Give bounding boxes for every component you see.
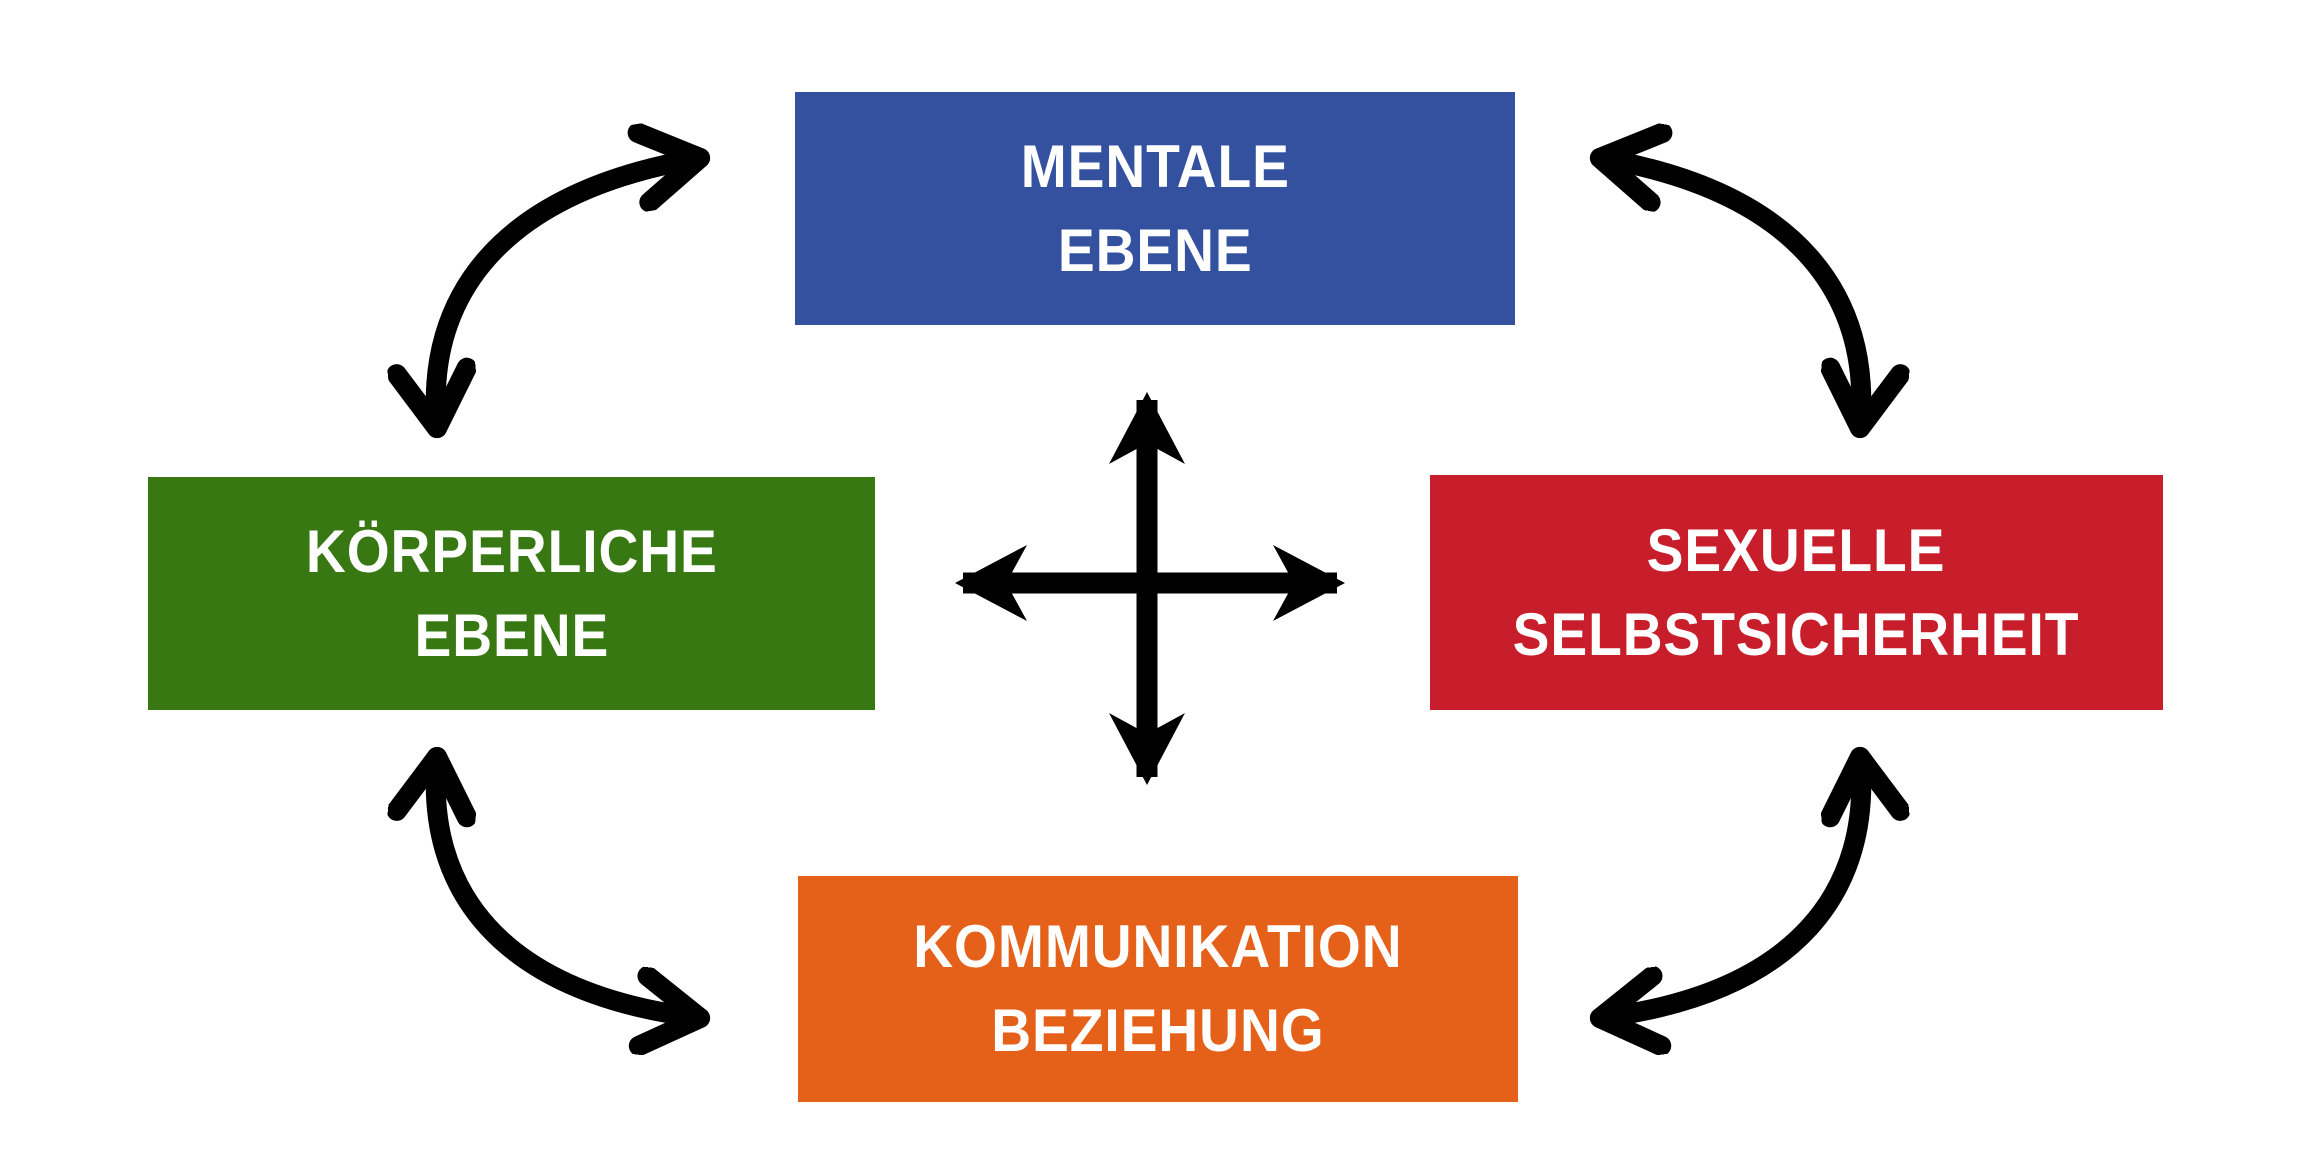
node-sexuelle-selbstsicherheit-label: SEXUELLE SELBSTSICHERHEIT (1513, 509, 2080, 677)
curved-arrow-bottom-left (436, 757, 700, 1018)
node-label-line1: KOMMUNIKATION (913, 913, 1403, 980)
node-label-line1: MENTALE (1020, 132, 1290, 200)
node-label-line2: EBENE (1057, 216, 1253, 284)
node-kommunikation-beziehung: KOMMUNIKATION BEZIEHUNG (798, 876, 1518, 1102)
node-koerperliche-ebene-label: KÖRPERLICHE EBENE (306, 510, 718, 678)
node-label-line1: SEXUELLE (1647, 516, 1946, 584)
node-koerperliche-ebene: KÖRPERLICHE EBENE (148, 477, 875, 710)
node-mentale-ebene: MENTALE EBENE (795, 92, 1515, 325)
four-way-arrow (955, 392, 1345, 785)
curved-arrow-bottom-right (1600, 757, 1861, 1018)
node-label-line1: KÖRPERLICHE (305, 517, 718, 585)
curved-arrow-top-right (1600, 158, 1861, 428)
node-label-line2: EBENE (414, 601, 609, 669)
node-label-line2: BEZIEHUNG (991, 997, 1325, 1064)
node-kommunikation-beziehung-label: KOMMUNIKATION BEZIEHUNG (913, 905, 1402, 1073)
node-sexuelle-selbstsicherheit: SEXUELLE SELBSTSICHERHEIT (1430, 475, 2163, 710)
curved-arrow-top-left (436, 158, 700, 428)
node-mentale-ebene-label: MENTALE EBENE (1020, 125, 1289, 293)
node-label-line2: SELBSTSICHERHEIT (1513, 600, 2080, 668)
